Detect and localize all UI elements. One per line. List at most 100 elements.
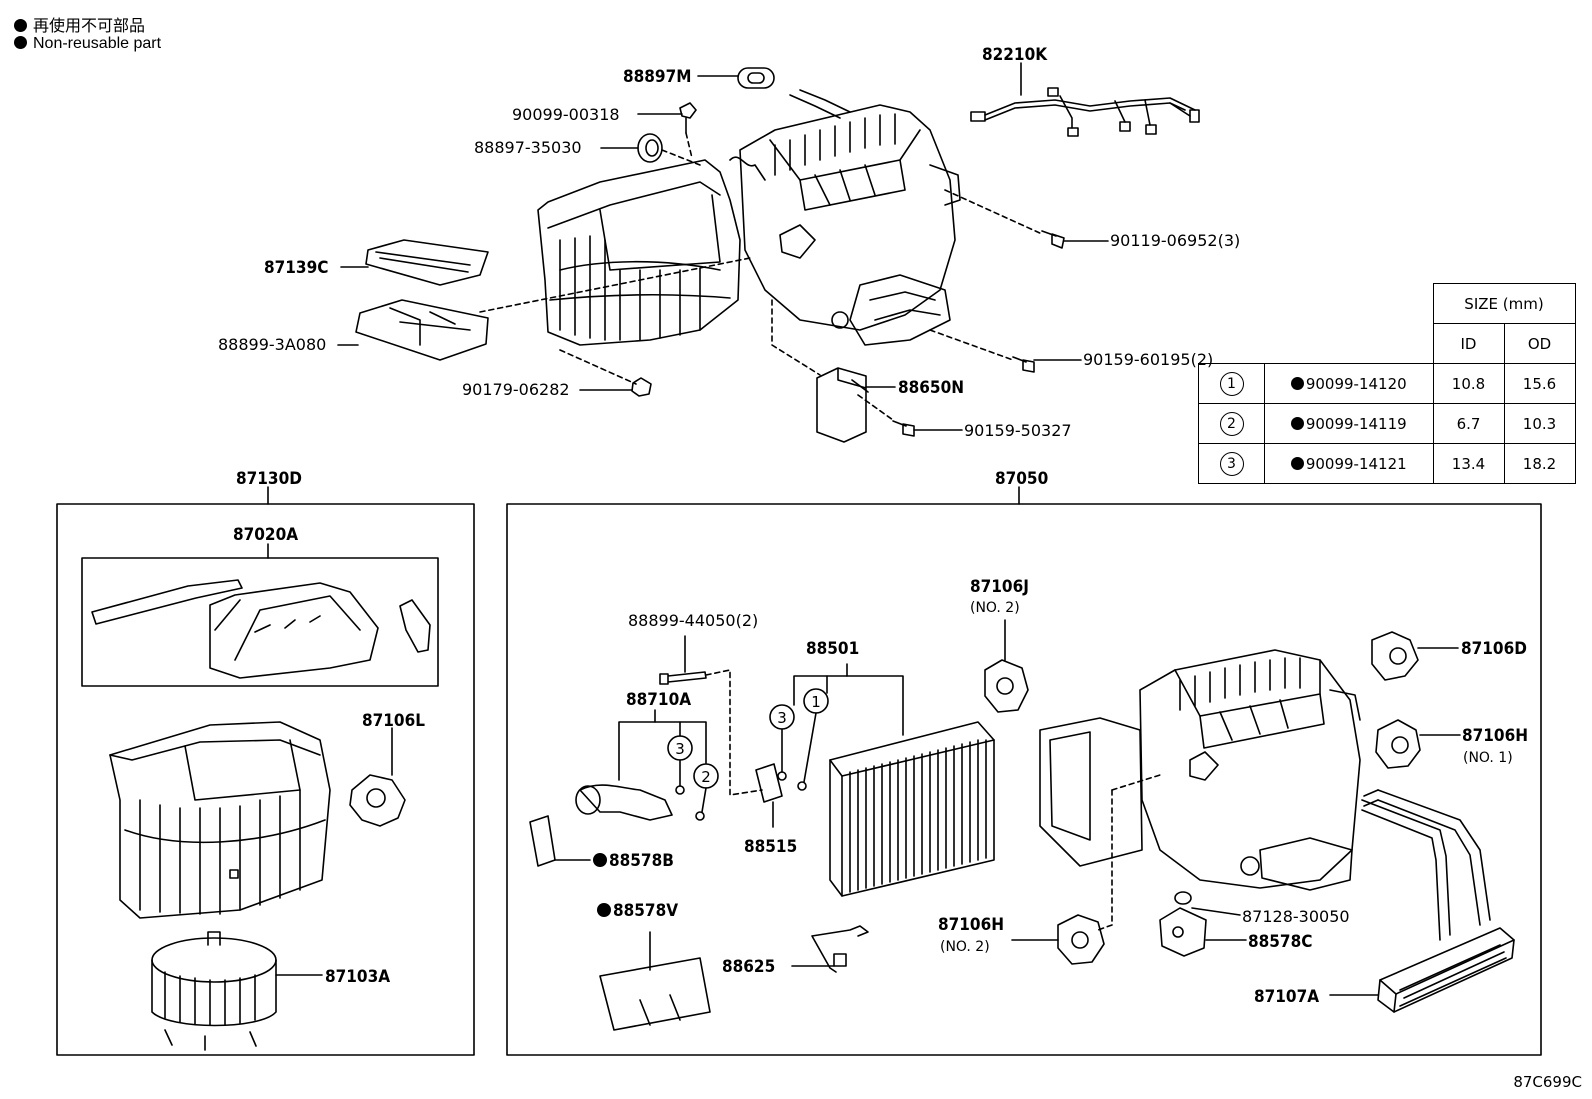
label-87107A: 87107A [1254, 987, 1319, 1007]
label-87106H-no1-note: (NO. 1) [1463, 750, 1513, 766]
size-table-title: SIZE (mm) [1432, 283, 1576, 324]
actuator-87106D [1371, 631, 1419, 681]
row-part: 90099-14121 [1305, 454, 1407, 473]
callout-2: 2 [701, 768, 711, 786]
label-82210K: 82210K [982, 45, 1048, 65]
heater-core-87107A [1361, 789, 1515, 1013]
table-row: 1 90099-14120 10.8 15.6 [1198, 363, 1576, 404]
row-id: 6.7 [1432, 403, 1505, 444]
label-88710A: 88710A [626, 690, 691, 710]
legend-non-reusable-en: Non-reusable part [14, 35, 161, 53]
tube-88710A [575, 784, 673, 821]
blower-housing [109, 721, 331, 919]
non-reusable-dot-icon [14, 36, 27, 49]
row-part: 90099-14120 [1305, 374, 1407, 393]
bolt-90159-50327 [892, 420, 915, 437]
non-reusable-dot-icon [593, 853, 607, 867]
label-87106D: 87106D [1461, 639, 1527, 659]
label-88625: 88625 [722, 957, 775, 977]
label-87106J: 87106J [970, 577, 1029, 597]
non-reusable-markers [593, 853, 611, 917]
bolt-dashed-line [705, 669, 763, 796]
screw-90179-06282 [631, 377, 652, 397]
legend-non-reusable-jp: 再使用不可部品 [14, 12, 145, 36]
seal-88578C [1159, 907, 1207, 957]
table-row: 2 90099-14119 6.7 10.3 [1198, 403, 1576, 444]
label-90159-50327: 90159-50327 [964, 421, 1072, 440]
actuator-87106H-no1 [1375, 719, 1421, 769]
blower-assembly-box [56, 503, 475, 1056]
evaporator-88501 [829, 721, 995, 897]
heater-unit-box [506, 503, 1542, 1056]
seal-88578V [599, 957, 711, 1031]
label-87106L: 87106L [362, 711, 425, 731]
row-od: 18.2 [1503, 443, 1576, 484]
grommet-88897-35030 [637, 133, 663, 163]
clip-90099-00318 [679, 102, 697, 134]
label-90099-00318: 90099-00318 [512, 105, 620, 124]
actuator-87106H-no2 [1057, 914, 1105, 965]
label-88578B: 88578B [609, 851, 674, 871]
row-number: 1 [1219, 371, 1244, 396]
filter-87139C [365, 239, 489, 286]
expansion-valve-88515 [755, 763, 783, 803]
bolt-88899-44050 [659, 671, 707, 685]
row-part: 90099-14119 [1305, 414, 1407, 433]
gasket-88897M [737, 67, 775, 89]
actuator-87106J [984, 659, 1029, 713]
row-number: 3 [1219, 451, 1244, 476]
row-number: 2 [1219, 411, 1244, 436]
label-88501: 88501 [806, 639, 859, 659]
label-87139C: 87139C [264, 258, 328, 278]
callout-1: 1 [811, 693, 821, 711]
row-od: 15.6 [1503, 363, 1576, 404]
bolt-90159-60195 [1012, 356, 1035, 373]
non-reusable-dot-icon [597, 903, 611, 917]
row-od: 10.3 [1503, 403, 1576, 444]
leader-88501 [793, 663, 904, 736]
seal-88578B [529, 815, 556, 867]
label-88899-44050: 88899-44050(2) [628, 611, 758, 630]
label-87106J-note: (NO. 2) [970, 600, 1020, 616]
leader-87128-30050 [1191, 907, 1241, 916]
label-87128-30050: 87128-30050 [1242, 907, 1350, 926]
actuator-87106L [349, 774, 406, 827]
size-table-col-od: OD [1503, 323, 1576, 364]
ecu-88650N [816, 367, 869, 443]
filter-frame-88899-3A080 [355, 299, 489, 361]
non-reusable-dot-icon [1290, 456, 1304, 470]
left-leader-lines [275, 727, 393, 976]
blower-case-87020A [91, 579, 431, 679]
blower-case-subbox [81, 557, 439, 687]
non-reusable-dot-icon [1290, 376, 1304, 390]
label-87130D: 87130D [236, 469, 302, 489]
label-87050: 87050 [995, 469, 1048, 489]
size-table-col-id: ID [1432, 323, 1505, 364]
label-87103A: 87103A [325, 967, 390, 987]
diagram-reference-code: 87C699C [1513, 1073, 1582, 1091]
wire-harness-82210K [970, 87, 1200, 137]
label-88578C: 88578C [1248, 932, 1312, 952]
label-87106H-no1: 87106H [1462, 726, 1528, 746]
o-rings [675, 771, 807, 821]
label-90179-06282: 90179-06282 [462, 380, 570, 399]
label-88578V: 88578V [613, 901, 678, 921]
label-90159-60195: 90159-60195(2) [1083, 350, 1213, 369]
part-87128-30050 [1174, 891, 1192, 905]
table-row: 3 90099-14121 13.4 18.2 [1198, 443, 1576, 484]
non-reusable-dot-icon [1290, 416, 1304, 430]
leader-88710A [618, 709, 707, 781]
label-87020A: 87020A [233, 525, 298, 545]
label-87106H-no2: 87106H [938, 915, 1004, 935]
row-id: 10.8 [1432, 363, 1505, 404]
label-88899-3A080: 88899-3A080 [218, 335, 326, 354]
callout-markers [667, 688, 829, 813]
label-88650N: 88650N [898, 378, 964, 398]
top-dashed-lines [479, 132, 1043, 421]
callout-3: 3 [675, 740, 685, 758]
heater-case-87050 [1039, 649, 1361, 891]
right-dashed-lines [1097, 774, 1161, 931]
main-heater-assembly [537, 89, 961, 346]
label-88897-35030: 88897-35030 [474, 138, 582, 157]
bolt-90119-06952 [1041, 230, 1065, 249]
